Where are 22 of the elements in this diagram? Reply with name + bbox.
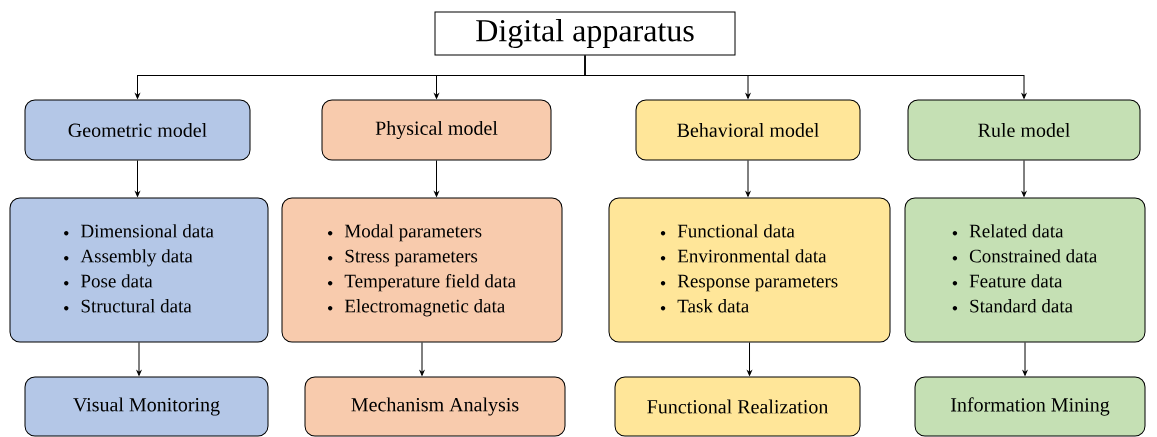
process-box: Physical model [321, 99, 552, 161]
process-box: Information Mining [914, 376, 1146, 437]
process-box: Mechanism Analysis [304, 376, 566, 437]
arrow [1022, 342, 1028, 376]
list-box: Modal parameters Stress parameters Temperature field data Electromagnetic data [281, 197, 563, 343]
process-box: Functional Realization [614, 376, 861, 437]
arrow [584, 55, 1027, 99]
arrow [434, 160, 439, 197]
arrow [419, 342, 425, 376]
list-box: Functional data Environmental data Response parameters Task data [608, 197, 891, 343]
arrow [747, 342, 752, 376]
arrow [1021, 160, 1027, 197]
list-box: Dimensional data Assembly data Pose data Structural data [9, 197, 269, 343]
arrow [135, 160, 140, 197]
title-box: Digital apparatus [434, 11, 736, 56]
arrow [136, 342, 142, 376]
process-box: Rule model [907, 99, 1141, 161]
arrow [745, 160, 751, 197]
process-box: Behavioral model [635, 99, 861, 161]
list-box: Related data Constrained data Feature data Standard data [904, 197, 1146, 343]
process-box: Geometric model [24, 99, 251, 161]
process-box: Visual Monitoring [24, 376, 269, 437]
